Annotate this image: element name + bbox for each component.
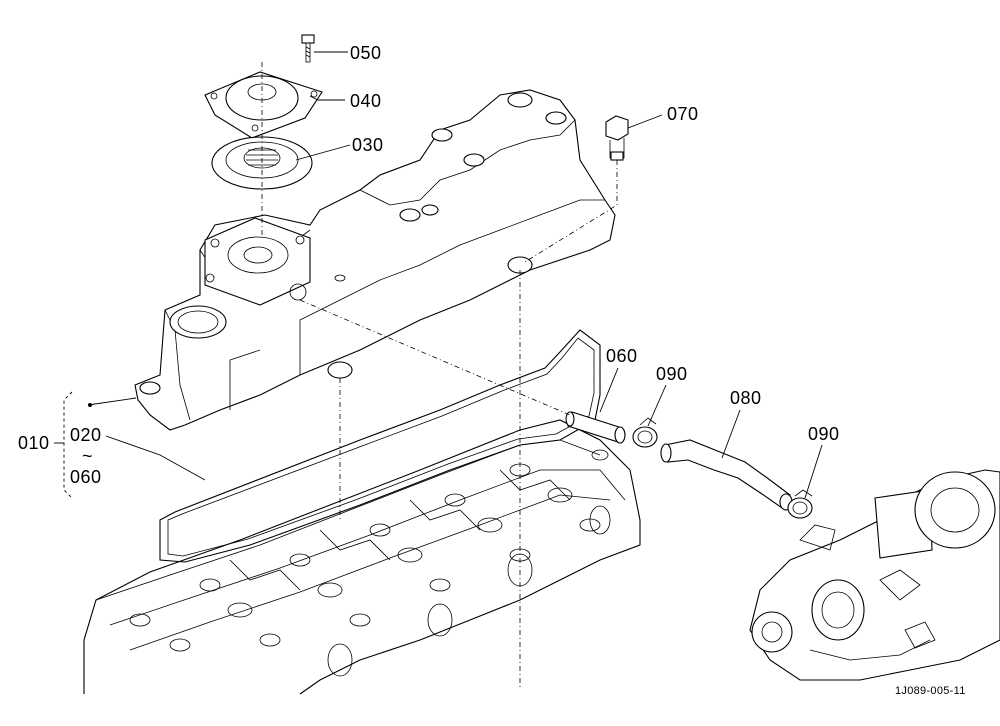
cylinder-head xyxy=(83,419,641,695)
label-020: 020 xyxy=(70,425,102,445)
hose-080 xyxy=(660,439,793,511)
clamp-090-a xyxy=(632,417,658,448)
breather-plate xyxy=(204,71,323,139)
turbocharger xyxy=(749,469,1000,681)
label-030: 030 xyxy=(352,135,384,155)
part-labels: 050 040 030 070 060 090 080 090 010 020 … xyxy=(18,43,966,697)
clamp-090-b xyxy=(787,489,813,519)
label-010: 010 xyxy=(18,433,50,453)
label-050: 050 xyxy=(350,43,382,63)
label-060: 060 xyxy=(606,346,638,366)
drawing-code: 1J089-005-11 xyxy=(895,685,966,697)
alignment-lines xyxy=(261,62,618,690)
label-tilde: ~ xyxy=(82,446,93,466)
label-090-b: 090 xyxy=(808,424,840,444)
pipe-060 xyxy=(565,411,626,444)
head-cover-gasket xyxy=(159,329,601,563)
label-040: 040 xyxy=(350,91,382,111)
cylinder-head-cover xyxy=(134,89,616,431)
bolt-070 xyxy=(605,115,629,161)
label-080: 080 xyxy=(730,388,762,408)
bolt-050 xyxy=(301,34,315,63)
leader-lines xyxy=(54,51,823,499)
label-060-range: 060 xyxy=(70,467,102,487)
label-070: 070 xyxy=(667,104,699,124)
label-090-a: 090 xyxy=(656,364,688,384)
